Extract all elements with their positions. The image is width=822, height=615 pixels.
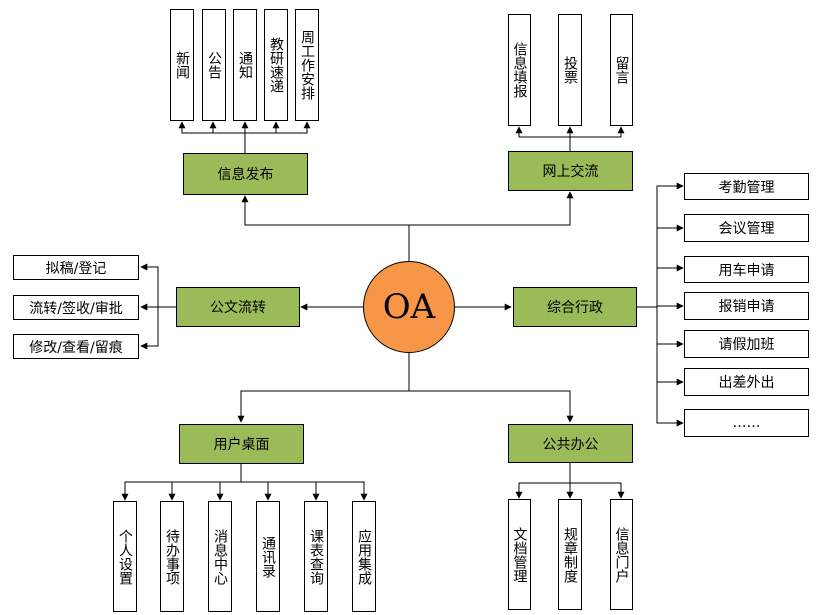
- module-admin: 综合行政: [513, 287, 637, 327]
- node-news: 新闻: [170, 9, 194, 121]
- node-weekly-schedule: 周工作安排: [295, 9, 319, 121]
- node-todo: 待办事项: [160, 501, 184, 612]
- node-personal-settings: 个人设置: [113, 501, 137, 612]
- node-draft-register: 拟稿/登记: [13, 255, 139, 280]
- node-vehicle: 用车申请: [684, 256, 809, 283]
- node-reimbursement: 报销申请: [684, 292, 809, 320]
- node-meeting: 会议管理: [684, 214, 809, 242]
- module-online-exchange: 网上交流: [508, 151, 633, 191]
- node-doc-management: 文档管理: [508, 499, 531, 610]
- module-label: 公文流转: [210, 300, 266, 316]
- module-label: 公共办公: [542, 436, 599, 453]
- oa-center-node: OA: [363, 261, 455, 353]
- node-label: 出差外出: [718, 375, 775, 391]
- node-message: 留言: [610, 14, 633, 126]
- node-label: 用车申请: [718, 262, 775, 279]
- node-label: 拟稿/登记: [45, 260, 107, 277]
- module-public-office: 公共办公: [508, 424, 633, 463]
- module-user-desktop: 用户桌面: [179, 424, 304, 464]
- node-announcement: 公告: [202, 9, 226, 121]
- node-label: 信息填报: [511, 42, 528, 98]
- node-label: 消息中心: [212, 528, 228, 585]
- node-label: 文档管理: [511, 526, 528, 583]
- node-label: 教研速递: [268, 37, 284, 93]
- module-label: 用户桌面: [213, 437, 270, 453]
- node-label: 周工作安排: [299, 30, 315, 100]
- node-label: 投票: [562, 56, 578, 84]
- oa-label: OA: [382, 287, 436, 327]
- node-business-trip: 出差外出: [684, 368, 809, 396]
- node-label: 公告: [206, 51, 222, 79]
- node-label: 课表查询: [308, 528, 324, 585]
- node-info-report: 信息填报: [508, 14, 531, 126]
- node-message-center: 消息中心: [208, 501, 232, 612]
- node-label: 留言: [613, 56, 630, 84]
- node-label: 信息门户: [613, 526, 630, 583]
- node-app-integration: 应用集成: [352, 501, 376, 612]
- node-label: 请假加班: [718, 337, 775, 353]
- node-regulations: 规章制度: [558, 499, 582, 610]
- node-more: ……: [684, 409, 809, 437]
- node-modify-trace: 修改/查看/留痕: [13, 334, 139, 359]
- node-info-portal: 信息门户: [610, 499, 633, 610]
- node-label: 个人设置: [117, 528, 133, 585]
- node-label: 会议管理: [718, 221, 775, 237]
- node-label: 考勤管理: [718, 179, 775, 196]
- node-timetable-query: 课表查询: [304, 501, 328, 612]
- node-vote: 投票: [558, 14, 582, 126]
- node-label: 待办事项: [164, 528, 180, 585]
- node-label: ……: [732, 415, 761, 431]
- node-label: 报销申请: [718, 299, 775, 315]
- node-notice: 通知: [233, 9, 257, 121]
- node-teaching-express: 教研速递: [264, 9, 288, 121]
- node-label: 新闻: [174, 51, 190, 79]
- node-label: 应用集成: [356, 528, 372, 585]
- node-attendance: 考勤管理: [684, 173, 809, 200]
- module-info-publish: 信息发布: [183, 153, 308, 195]
- module-doc-flow: 公文流转: [176, 287, 300, 327]
- module-label: 网上交流: [542, 164, 599, 180]
- node-label: 修改/查看/留痕: [29, 339, 123, 356]
- node-address-book: 通讯录: [256, 501, 280, 612]
- node-label: 通讯录: [260, 535, 276, 578]
- node-label: 通知: [237, 51, 253, 79]
- module-label: 信息发布: [217, 167, 274, 183]
- node-label: 规章制度: [562, 526, 578, 583]
- node-circulate-approve: 流转/签收/审批: [13, 295, 139, 320]
- module-label: 综合行政: [547, 300, 603, 316]
- node-label: 流转/签收/审批: [29, 300, 123, 317]
- node-leave-overtime: 请假加班: [684, 330, 809, 358]
